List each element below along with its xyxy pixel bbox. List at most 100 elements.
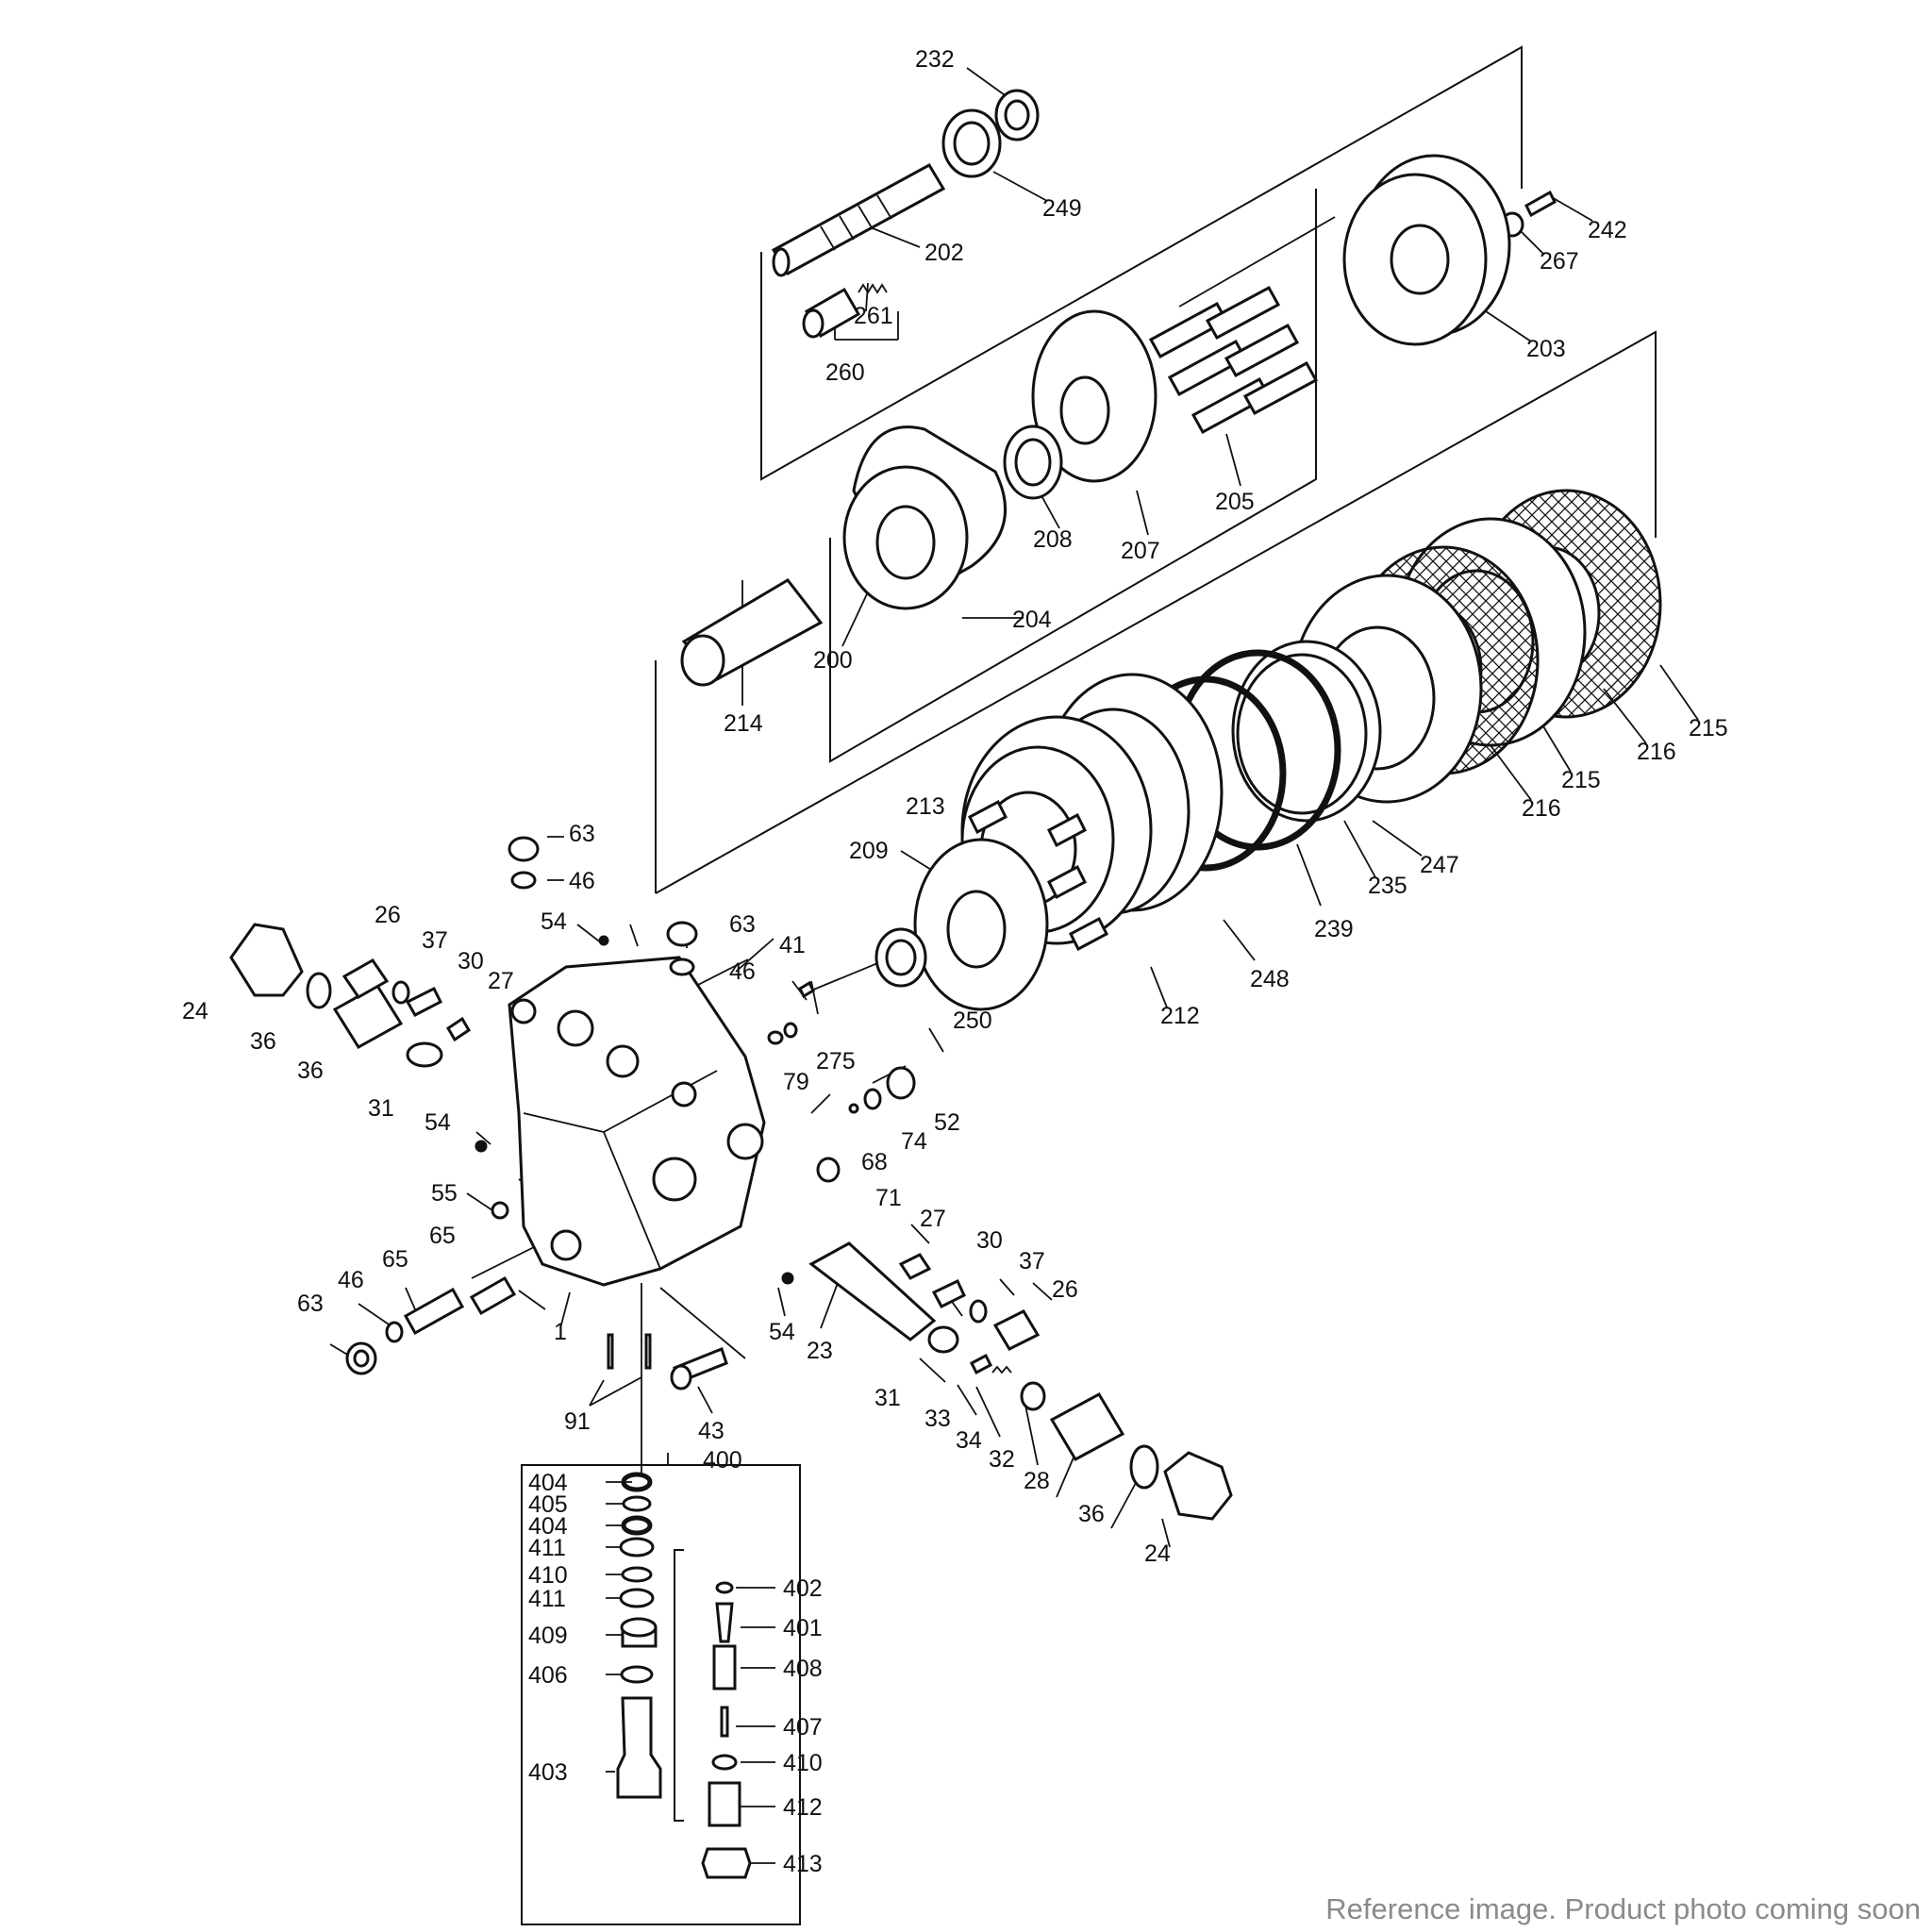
plug-63-left bbox=[345, 1341, 377, 1375]
callout-232: 232 bbox=[915, 46, 955, 73]
callout-63a: 63 bbox=[569, 821, 595, 847]
o-ring-36-right bbox=[1129, 1444, 1159, 1490]
o-ring-46-left bbox=[385, 1321, 404, 1343]
callout-403: 403 bbox=[528, 1759, 568, 1786]
callout-205: 205 bbox=[1215, 489, 1255, 515]
poppet-27-left bbox=[445, 1016, 472, 1042]
callout-412: 412 bbox=[783, 1794, 823, 1821]
springs-213 bbox=[968, 799, 1108, 952]
callout-410a: 410 bbox=[528, 1562, 568, 1589]
callout-32: 32 bbox=[989, 1446, 1015, 1473]
pins-91 bbox=[607, 1333, 652, 1370]
pin-33 bbox=[970, 1353, 992, 1375]
callout-54a: 54 bbox=[541, 908, 567, 935]
callout-37a: 37 bbox=[422, 927, 448, 954]
callout-406: 406 bbox=[528, 1662, 568, 1689]
o-ring-37-right bbox=[969, 1299, 988, 1324]
callout-30b: 30 bbox=[976, 1227, 1003, 1254]
piston-32 bbox=[1020, 1381, 1046, 1411]
callout-200: 200 bbox=[813, 647, 853, 674]
callout-413: 413 bbox=[783, 1851, 823, 1877]
seat-31-left bbox=[406, 1041, 443, 1068]
plug-63-top bbox=[508, 836, 540, 862]
callout-408: 408 bbox=[783, 1656, 823, 1682]
spring-36-left bbox=[332, 983, 404, 1050]
callout-41: 41 bbox=[779, 932, 806, 958]
callout-30a: 30 bbox=[458, 948, 484, 974]
callout-212: 212 bbox=[1160, 1003, 1200, 1029]
callout-71: 71 bbox=[875, 1185, 902, 1211]
callout-404a: 404 bbox=[528, 1470, 568, 1496]
callout-202: 202 bbox=[924, 240, 964, 266]
callout-68: 68 bbox=[861, 1149, 888, 1175]
callout-65a: 65 bbox=[429, 1223, 456, 1249]
callout-405: 405 bbox=[528, 1491, 568, 1518]
callout-26a: 26 bbox=[375, 902, 401, 928]
spring-65 bbox=[469, 1275, 517, 1316]
callout-28: 28 bbox=[1024, 1468, 1050, 1494]
spool-23 bbox=[808, 1241, 937, 1341]
callout-215a: 215 bbox=[1689, 715, 1728, 741]
ball-guide-208 bbox=[1003, 425, 1063, 500]
callout-23: 23 bbox=[807, 1338, 833, 1364]
callout-36c: 36 bbox=[1078, 1501, 1105, 1527]
callout-204: 204 bbox=[1012, 607, 1052, 633]
callout-37b: 37 bbox=[1019, 1248, 1045, 1274]
callout-27a: 27 bbox=[488, 968, 514, 994]
plug-54-left bbox=[475, 1140, 488, 1153]
pin-41 bbox=[798, 980, 815, 999]
callout-31a: 31 bbox=[368, 1095, 394, 1122]
callout-275: 275 bbox=[816, 1048, 856, 1074]
callout-208: 208 bbox=[1033, 526, 1073, 553]
callout-63c: 63 bbox=[297, 1291, 324, 1317]
plug-55 bbox=[491, 1201, 509, 1220]
callout-46c: 46 bbox=[338, 1267, 364, 1293]
plug-79 bbox=[767, 1030, 784, 1045]
callout-261: 261 bbox=[854, 303, 893, 329]
seal-247 bbox=[1231, 640, 1382, 823]
retainer-plate-207 bbox=[1031, 309, 1158, 483]
callout-79: 79 bbox=[783, 1069, 809, 1095]
callout-400: 400 bbox=[703, 1447, 742, 1474]
callout-248: 248 bbox=[1250, 966, 1290, 992]
valve-400-parts bbox=[616, 1472, 752, 1879]
pin-242 bbox=[1524, 190, 1557, 218]
swash-plate-203 bbox=[1342, 154, 1511, 346]
callout-267: 267 bbox=[1540, 248, 1579, 275]
callout-260: 260 bbox=[825, 359, 865, 386]
plug-26-left bbox=[341, 958, 390, 999]
callout-249: 249 bbox=[1042, 195, 1082, 222]
callout-409: 409 bbox=[528, 1623, 568, 1649]
callout-43: 43 bbox=[698, 1418, 724, 1444]
o-ring-74 bbox=[863, 1088, 882, 1110]
spring-34 bbox=[991, 1365, 1012, 1374]
plug-24-right bbox=[1163, 1451, 1233, 1521]
callout-24a: 24 bbox=[182, 998, 208, 1024]
callout-209: 209 bbox=[849, 838, 889, 864]
callout-411a: 411 bbox=[528, 1535, 566, 1561]
callout-411b: 411 bbox=[528, 1586, 566, 1612]
spool-65 bbox=[403, 1287, 465, 1336]
callout-207: 207 bbox=[1121, 538, 1160, 564]
motor-body-1 bbox=[508, 956, 766, 1287]
callout-216a: 216 bbox=[1637, 739, 1676, 765]
o-ring-275 bbox=[783, 1022, 798, 1039]
callout-54b: 54 bbox=[425, 1109, 451, 1136]
o-ring-37-left bbox=[391, 980, 410, 1005]
callout-247: 247 bbox=[1420, 852, 1459, 878]
callout-401: 401 bbox=[783, 1615, 823, 1641]
spring-214 bbox=[680, 578, 824, 687]
callout-410b: 410 bbox=[783, 1750, 823, 1776]
callout-24b: 24 bbox=[1144, 1541, 1171, 1567]
plug-54-right bbox=[781, 1272, 794, 1285]
spring-30-right bbox=[931, 1278, 966, 1308]
callout-26b: 26 bbox=[1052, 1276, 1078, 1303]
valve-plate-209 bbox=[913, 838, 1049, 1011]
callout-215b: 215 bbox=[1561, 767, 1601, 793]
plug-71 bbox=[816, 1157, 841, 1183]
o-ring-36-left bbox=[306, 972, 332, 1009]
callout-216b: 216 bbox=[1522, 795, 1561, 822]
spring-28 bbox=[1049, 1391, 1125, 1462]
callout-54c: 54 bbox=[769, 1319, 795, 1345]
